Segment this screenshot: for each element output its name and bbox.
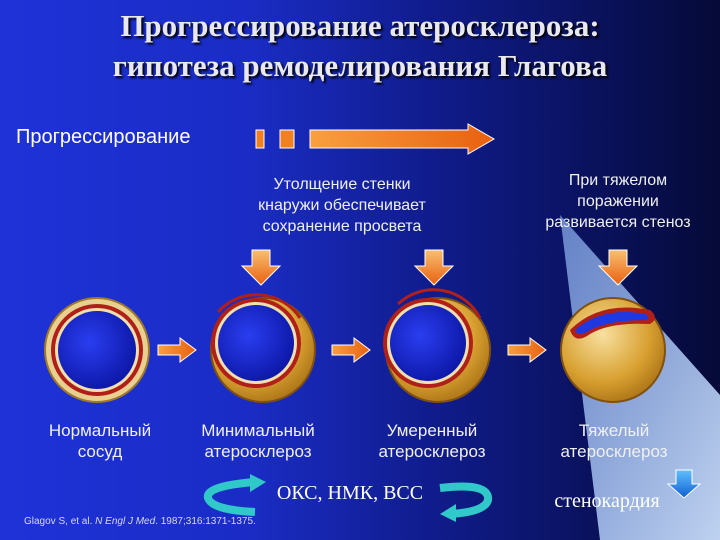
stage-label-severe: Тяжелый атеросклероз [534,420,694,462]
note-wall-thickening: Утолщение стенки кнаружи обеспечивает со… [222,174,462,237]
stage-label-normal: Нормальный сосуд [20,420,180,462]
note-line: развивается стеноз [545,214,691,231]
stage-line-2: сосуд [77,442,123,461]
progress-label: Прогрессирование [16,126,191,148]
citation-journal: N Engl J Med [95,516,156,527]
down-arrow-icon [240,249,282,286]
outcome-acute: ОКС, НМК, ВСС [276,482,424,504]
blue-down-arrow-icon [666,469,702,499]
stage-line-2: атеросклероз [560,442,668,461]
stage-line-2: атеросклероз [204,442,312,461]
note-line: Утолщение стенки [273,176,411,193]
citation-details: . 1987;316:1371-1375. [155,516,256,527]
title-line-2: гипотеза ремоделирования Глагова [112,48,608,83]
note-line: При тяжелом [568,172,668,189]
orange-block-arrow-icon [157,337,197,363]
stage-line-1: Минимальный [201,421,315,440]
stage-line-1: Нормальный [48,421,152,440]
orange-block-arrow-icon [507,337,547,363]
stage-label-moderate: Умеренный атеросклероз [352,420,512,462]
down-arrow-icon [597,249,639,286]
citation-authors: Glagov S, et al. [24,516,96,527]
outcome-stable: стенокардия [554,490,660,512]
vessel-normal [44,297,150,403]
down-arrow-icon [413,249,455,286]
orange-block-arrow-icon [331,337,371,363]
vessel-moderate [383,288,491,403]
slide-title: Прогрессирование атеросклероза: гипотеза… [0,6,720,86]
note-line: кнаружи обеспечивает [258,197,426,214]
orange-block-arrow-icon [309,123,496,155]
vessel-severe [560,297,666,403]
note-line: поражении [577,193,659,210]
vessel-minimal [210,293,316,403]
citation: Glagov S, et al. N Engl J Med. 1987;316:… [24,516,256,527]
stage-label-minimal: Минимальный атеросклероз [178,420,338,462]
cycle-arrow-icon [203,474,492,522]
stage-line-1: Тяжелый [578,421,650,440]
note-line: сохранение просвета [262,218,422,235]
title-line-1: Прогрессирование атеросклероза: [120,8,600,43]
stage-line-1: Умеренный [386,421,478,440]
stage-line-2: атеросклероз [378,442,486,461]
progression-arrow [255,123,496,155]
note-severe-lesion: При тяжелом поражении развивается стеноз [518,170,718,233]
